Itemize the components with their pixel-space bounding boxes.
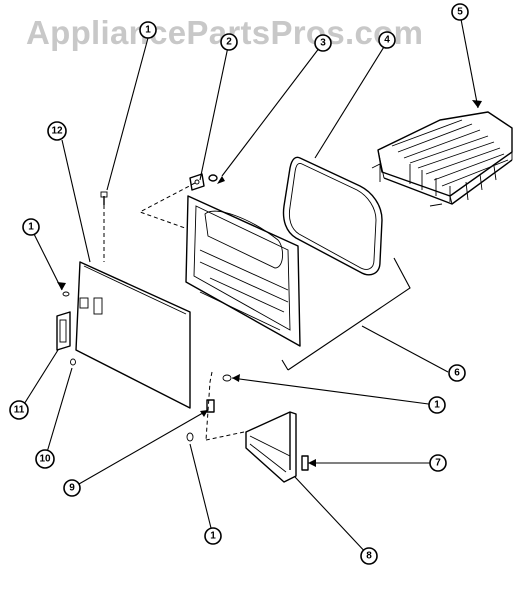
hinge-bracket-icon xyxy=(189,173,205,191)
door-catch-icon xyxy=(56,311,71,351)
svg-text:7: 7 xyxy=(435,458,441,469)
callout-10: 10 xyxy=(35,449,55,469)
leader-lines xyxy=(20,13,479,557)
callout-8: 8 xyxy=(360,547,378,565)
svg-text:8: 8 xyxy=(366,551,372,562)
door-inner-liner xyxy=(185,195,301,347)
callout-11: 11 xyxy=(9,400,29,420)
drying-rack-icon xyxy=(371,111,513,207)
svg-text:5: 5 xyxy=(457,7,463,18)
screw-icon xyxy=(62,291,76,366)
callout-3: 3 xyxy=(314,34,332,52)
svg-text:3: 3 xyxy=(320,38,326,49)
assembly-lines xyxy=(103,182,245,441)
callout-6: 6 xyxy=(448,364,466,382)
svg-text:1: 1 xyxy=(28,222,34,233)
door-panel xyxy=(75,261,191,409)
svg-text:9: 9 xyxy=(69,483,75,494)
svg-text:10: 10 xyxy=(39,454,51,465)
svg-text:1: 1 xyxy=(145,25,151,36)
group-bracket-tick xyxy=(281,359,289,371)
door-gasket xyxy=(282,156,383,276)
clip-icon xyxy=(301,455,309,471)
group-bracket xyxy=(287,257,411,371)
svg-text:1: 1 xyxy=(210,531,216,542)
callout-12: 12 xyxy=(47,121,67,141)
callout-1-bottom: 1 xyxy=(204,527,222,545)
callout-1-left: 1 xyxy=(22,218,40,236)
callout-2: 2 xyxy=(220,33,238,51)
screw-icon xyxy=(100,191,108,205)
callout-1-right: 1 xyxy=(428,396,446,414)
svg-text:1: 1 xyxy=(434,400,440,411)
arrowheads xyxy=(57,100,482,467)
svg-text:11: 11 xyxy=(14,405,25,416)
callout-7: 7 xyxy=(429,454,447,472)
callout-4: 4 xyxy=(378,31,396,49)
screw-icon xyxy=(186,374,232,442)
svg-text:6: 6 xyxy=(454,368,460,379)
lower-bracket-icon xyxy=(245,411,297,483)
clip-icon xyxy=(208,174,218,182)
svg-text:12: 12 xyxy=(51,126,63,137)
callout-1-top: 1 xyxy=(139,21,157,39)
svg-text:4: 4 xyxy=(384,35,390,46)
callout-9: 9 xyxy=(63,479,81,497)
svg-text:2: 2 xyxy=(226,37,232,48)
callout-5: 5 xyxy=(451,3,469,21)
